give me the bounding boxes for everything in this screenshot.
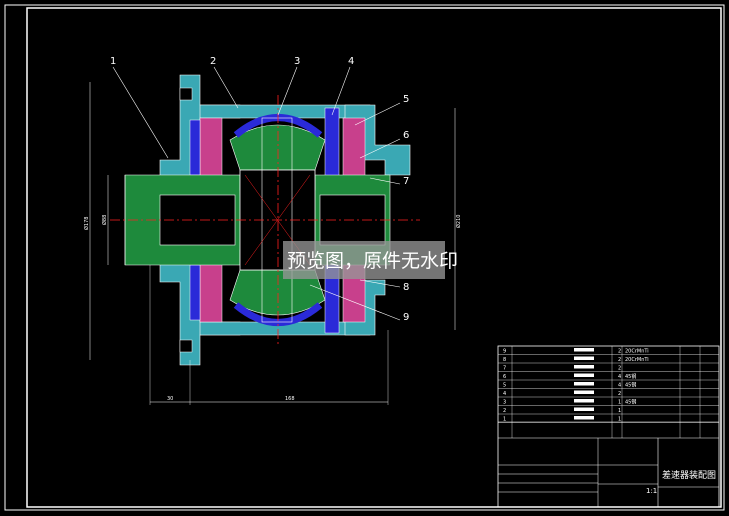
pinion-washer-bottom xyxy=(233,302,323,326)
dim-text-dia-210: Ø210 xyxy=(455,215,462,228)
flange-hole-bottom xyxy=(179,339,193,353)
bom-cell-name xyxy=(574,348,594,352)
callout-1: 1 xyxy=(110,56,116,67)
dim-text-dia-88: Ø88 xyxy=(101,215,108,225)
leader-8 xyxy=(359,279,401,288)
drawing-title: 差速器装配图 xyxy=(662,469,716,481)
bom-cell-no: 1 xyxy=(503,417,506,423)
leader-1 xyxy=(112,66,169,159)
bom-cell-name xyxy=(574,382,594,386)
bom-cell-qty: 1 xyxy=(618,408,621,414)
dimensions: 30 168 Ø178 Ø88 Ø210 xyxy=(83,82,462,405)
bom-cell-no: 3 xyxy=(503,400,506,406)
friction-plates-left-bottom xyxy=(199,261,223,323)
sheet-inner-border xyxy=(26,7,722,508)
bom-cell-no: 7 xyxy=(503,366,506,372)
callout-3: 3 xyxy=(294,56,300,67)
bom-cell-qty: 1 xyxy=(618,417,621,423)
bom-cell-name xyxy=(574,390,594,394)
callout-8: 8 xyxy=(403,282,409,293)
bom-table: 9 2 20CrMnTi 8 2 20CrMnTi 7 2 6 4 45钢 5 4 45钢 4 2 3 1 45钢 2… xyxy=(498,346,719,438)
callout-numbers: 1 2 3 4 5 6 7 8 9 xyxy=(110,56,409,323)
bom-cell-qty: 1 xyxy=(618,400,621,406)
callout-2: 2 xyxy=(210,56,216,67)
bom-cell-qty: 2 xyxy=(618,349,621,355)
dim-text-30: 30 xyxy=(167,396,173,402)
bom-cell-no: 2 xyxy=(503,408,506,414)
leader-5 xyxy=(354,102,401,126)
bom-cell-no: 9 xyxy=(503,349,506,355)
bom-cell-material: 45钢 xyxy=(625,382,636,389)
bom-cell-material: 45钢 xyxy=(625,373,636,380)
bom-cell-qty: 4 xyxy=(618,374,621,380)
bom-cell-name xyxy=(574,399,594,403)
leader-4 xyxy=(331,66,351,116)
friction-plates-left-top xyxy=(199,117,223,179)
dim-text-168: 168 xyxy=(285,396,295,402)
callout-4: 4 xyxy=(348,56,354,67)
bom-cell-no: 6 xyxy=(503,374,506,380)
leader-7 xyxy=(369,177,401,185)
title-block: 9 2 20CrMnTi 8 2 20CrMnTi 7 2 6 4 45钢 5 4 45钢 4 2 3 1 45钢 2… xyxy=(497,345,720,508)
bom-cell-name xyxy=(574,373,594,377)
bom-cell-name xyxy=(574,416,594,420)
drawing-scale: 1:1 xyxy=(646,487,657,495)
bom-cell-no: 5 xyxy=(503,383,506,389)
diagonal-line-2 xyxy=(244,174,311,266)
leader-2 xyxy=(213,66,239,109)
pressure-ring-left-bottom xyxy=(189,264,201,321)
bom-cell-material: 20CrMnTi xyxy=(625,349,649,355)
bom-cell-qty: 2 xyxy=(618,391,621,397)
leader-3 xyxy=(277,66,298,116)
dim-text-dia-178: Ø178 xyxy=(83,217,90,230)
friction-plates-right-top xyxy=(342,117,366,179)
bom-cell-name xyxy=(574,407,594,411)
watermark-text: 预览图，原件无水印 xyxy=(287,250,459,272)
leader-6 xyxy=(359,138,401,159)
pressure-ring-left-top xyxy=(189,119,201,176)
differential-assembly xyxy=(110,66,420,366)
flange-hole-top xyxy=(179,87,193,101)
bom-cell-material: 20CrMnTi xyxy=(625,357,649,363)
bom-cell-no: 4 xyxy=(503,391,506,397)
leader-9 xyxy=(309,284,401,321)
watermark-box xyxy=(283,241,445,279)
bom-cell-qty: 4 xyxy=(618,383,621,389)
callout-9: 9 xyxy=(403,312,409,323)
bom-cell-name xyxy=(574,356,594,360)
bom-cell-no: 8 xyxy=(503,357,506,363)
bom-cell-material: 45钢 xyxy=(625,399,636,406)
pressure-ring-right-top xyxy=(324,107,340,184)
callout-7: 7 xyxy=(403,176,409,187)
title-block-frame xyxy=(497,345,720,508)
callout-5: 5 xyxy=(403,94,409,105)
bom-cell-name xyxy=(574,365,594,369)
bom-cell-qty: 2 xyxy=(618,357,621,363)
bom-cell-qty: 2 xyxy=(618,366,621,372)
callout-6: 6 xyxy=(403,130,409,141)
sheet-outer-border xyxy=(4,4,725,511)
